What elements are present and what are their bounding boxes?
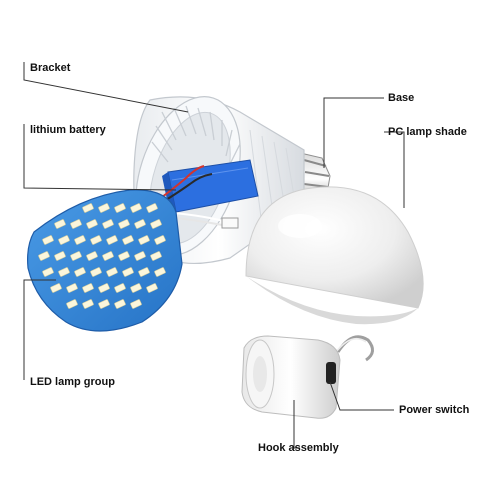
led-chip (130, 299, 142, 309)
led-chip (130, 283, 142, 293)
label-lithium-battery: lithium battery (30, 124, 106, 136)
power-switch-knob (326, 362, 336, 384)
led-chip (118, 251, 130, 261)
led-chip (42, 267, 54, 277)
led-chip (82, 203, 94, 213)
led-chips (38, 203, 166, 309)
led-chip (114, 283, 126, 293)
leader-lithium-battery (23, 124, 177, 191)
led-chip (98, 299, 110, 309)
led-chip (154, 235, 166, 245)
led-chip (54, 219, 66, 229)
led-chip (146, 203, 158, 213)
leader-lines (23, 62, 405, 449)
led-chip (122, 267, 134, 277)
led-lamp-group-board (27, 189, 183, 332)
led-chip (50, 283, 62, 293)
led-chip (150, 219, 162, 229)
led-chip (118, 219, 130, 229)
label-hook-assembly: Hook assembly (258, 442, 339, 454)
led-chip (102, 219, 114, 229)
led-chip (66, 283, 78, 293)
led-chip (74, 267, 86, 277)
led-chip (58, 267, 70, 277)
led-chip (114, 299, 126, 309)
leader-pc-lamp-shade (384, 131, 405, 208)
leader-power-switch (329, 381, 394, 411)
label-power-switch: Power switch (399, 404, 470, 416)
led-chip (70, 251, 82, 261)
led-chip (134, 251, 146, 261)
led-chip (102, 251, 114, 261)
led-chip (106, 235, 118, 245)
led-chip (138, 267, 150, 277)
led-chip (54, 251, 66, 261)
leader-base (323, 97, 384, 168)
led-chip (74, 235, 86, 245)
led-chip (122, 235, 134, 245)
label-pc-lamp-shade: PC lamp shade (388, 126, 467, 138)
label-bracket: Bracket (30, 62, 71, 74)
label-led-lamp-group: LED lamp group (30, 376, 115, 388)
led-chip (86, 219, 98, 229)
led-chip (82, 283, 94, 293)
leader-led-lamp-group (23, 279, 56, 380)
hook-assembly (241, 335, 374, 419)
leader-hook-assembly (293, 400, 300, 449)
led-chip (58, 235, 70, 245)
led-chip (154, 267, 166, 277)
led-chip (150, 251, 162, 261)
led-chip (82, 299, 94, 309)
led-chip (130, 203, 142, 213)
led-chip (98, 283, 110, 293)
leader-bracket (23, 62, 189, 113)
led-chip (90, 267, 102, 277)
led-chip (38, 251, 50, 261)
pc-lamp-shade (245, 186, 424, 325)
led-chip (70, 219, 82, 229)
led-chip (42, 235, 54, 245)
led-chip (90, 235, 102, 245)
led-chip (114, 203, 126, 213)
led-chip (86, 251, 98, 261)
led-chip (134, 219, 146, 229)
led-chip (66, 299, 78, 309)
led-chip (146, 283, 158, 293)
led-chip (106, 267, 118, 277)
label-base: Base (388, 92, 415, 104)
led-chip (138, 235, 150, 245)
led-chip (98, 203, 110, 213)
